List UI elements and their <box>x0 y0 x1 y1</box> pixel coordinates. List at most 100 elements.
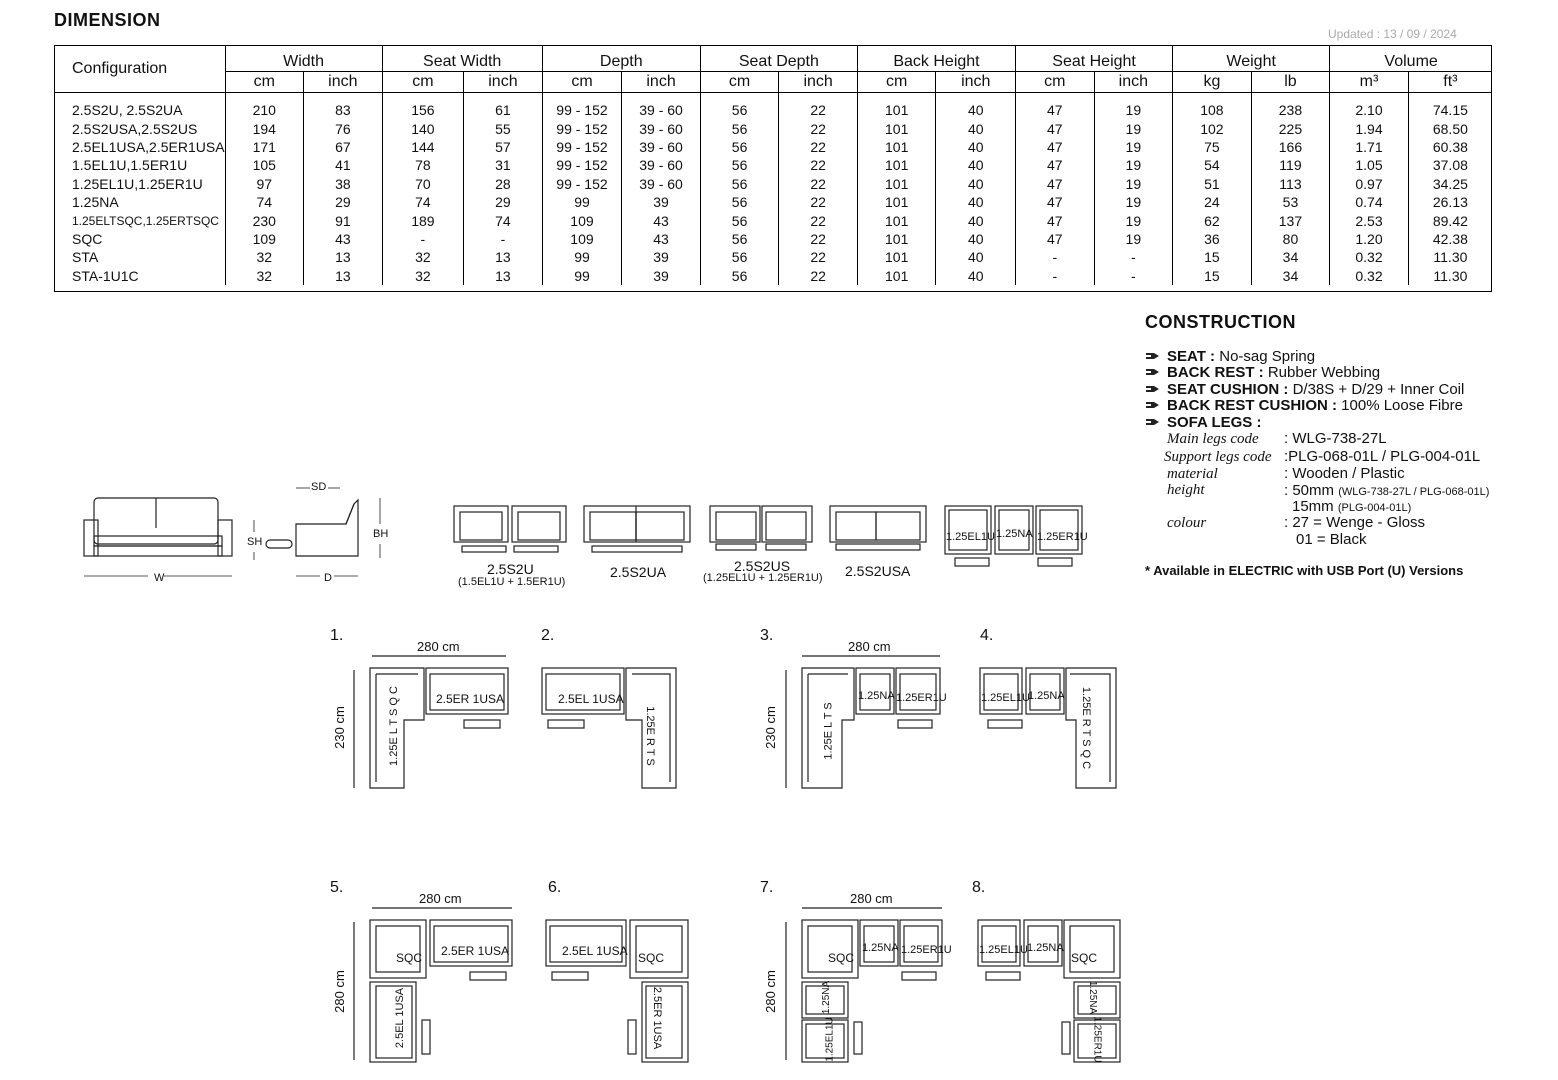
value-cell: 47 <box>1015 192 1095 212</box>
sofa-label-2-5s2ua: 2.5S2UA <box>610 564 667 580</box>
layout-1-height: 230 cm <box>331 706 347 749</box>
value-cell: 60.38 <box>1407 137 1492 157</box>
value-cell: 166 <box>1250 137 1330 157</box>
value-cell: 29 <box>303 192 383 212</box>
config-cell: 2.5EL1USA,2.5ER1USA <box>72 138 225 155</box>
value-cell: 80 <box>1250 229 1330 249</box>
value-cell: 22 <box>778 137 858 157</box>
value-cell: 194 <box>224 119 304 138</box>
value-cell: 22 <box>778 211 858 230</box>
layout-2-b: 1.25E R T S <box>643 706 656 766</box>
config-cell: 1.25ELTSQC,1.25ERTSQC <box>72 213 219 228</box>
value-cell: 39 <box>621 248 701 267</box>
module-label-3: 1.25ER1U <box>1037 531 1088 543</box>
value-cell: 109 <box>224 229 304 249</box>
separator-cell <box>381 92 464 101</box>
construction-item: SEAT : No-sag Spring <box>1145 348 1315 365</box>
value-cell: 40 <box>935 101 1016 120</box>
value-cell: 108 <box>1172 101 1252 120</box>
value-cell: 76 <box>303 119 383 138</box>
pointing-hand-icon <box>1145 364 1167 381</box>
dim-sd-label: SD <box>311 481 327 493</box>
pointing-hand-icon <box>1145 381 1167 398</box>
value-cell: 101 <box>856 101 936 120</box>
value-cell: 40 <box>935 211 1016 230</box>
value-cell: 57 <box>463 137 543 157</box>
value-cell: - <box>463 229 543 249</box>
value-cell: 13 <box>303 248 383 267</box>
layout-8-d: 1.25NA <box>1087 980 1099 1015</box>
sofa-sub-2-5s2us: (1.25EL1U + 1.25ER1U) <box>703 572 823 584</box>
pointing-hand-icon <box>1145 397 1167 414</box>
value-cell: 0.74 <box>1329 192 1409 212</box>
separator-cell <box>541 92 622 101</box>
layout-3-number: 3. <box>760 627 774 644</box>
legs-height-value: : 50mm (WLG-738-27L / PLG-068-01L) <box>1284 482 1490 499</box>
legs-main-value: : WLG-738-27L <box>1284 430 1387 447</box>
separator-cell <box>303 92 383 101</box>
group-header: Seat Depth <box>699 45 858 72</box>
value-cell: 56 <box>699 101 779 120</box>
layout-8-b: 1.25NA <box>1027 942 1064 954</box>
value-cell: 156 <box>381 101 464 120</box>
value-cell: 36 <box>1172 229 1252 249</box>
layout-4-b: 1.25NA <box>1028 690 1065 702</box>
dim-d-label: D <box>324 572 332 584</box>
separator-cell <box>1015 92 1095 101</box>
unit-header: lb <box>1250 71 1330 93</box>
layout-7-b: 1.25NA <box>862 942 899 954</box>
value-cell: 19 <box>1093 229 1173 249</box>
value-cell: 1.20 <box>1329 229 1409 249</box>
value-cell: 39 - 60 <box>621 101 701 120</box>
value-cell: 13 <box>303 266 383 285</box>
value-cell: 19 <box>1093 174 1173 193</box>
value-cell: 47 <box>1015 137 1095 157</box>
config-cell: SQC <box>72 230 103 247</box>
value-cell: 225 <box>1250 119 1330 138</box>
layout-7-number: 7. <box>760 879 774 896</box>
construction-item-label: SOFA LEGS : <box>1167 414 1262 431</box>
value-cell: 144 <box>381 137 464 157</box>
construction-item: BACK REST CUSHION : 100% Loose Fibre <box>1145 397 1463 414</box>
config-header: Configuration <box>72 59 168 77</box>
value-cell: 109 <box>541 229 622 249</box>
value-cell: 53 <box>1250 192 1330 212</box>
value-cell: 13 <box>463 266 543 285</box>
separator-cell <box>224 92 304 101</box>
dimension-title: DIMENSION <box>54 10 161 30</box>
value-cell: 24 <box>1172 192 1252 212</box>
pointing-hand-icon <box>1145 414 1167 431</box>
value-cell: 54 <box>1172 156 1252 175</box>
value-cell: 56 <box>699 248 779 267</box>
separator-cell <box>935 92 1016 101</box>
separator-cell <box>1250 92 1330 101</box>
config-cell: 1.5EL1U,1.5ER1U <box>72 157 188 174</box>
legs-height-label: height <box>1167 482 1205 498</box>
value-cell: 38 <box>303 174 383 193</box>
value-cell: 56 <box>699 229 779 249</box>
legs-material-label: material <box>1167 466 1218 482</box>
value-cell: 99 - 152 <box>541 101 622 120</box>
layout-8-number: 8. <box>972 879 986 896</box>
sofa-label-2-5s2us: 2.5S2US <box>734 558 791 574</box>
unit-header: inch <box>1093 71 1173 93</box>
value-cell: 47 <box>1015 229 1095 249</box>
unit-header: cm <box>1015 71 1095 93</box>
layout-2-number: 2. <box>541 627 555 644</box>
group-header: Width <box>224 45 383 72</box>
layout-7-e: 1.25EL1U <box>824 1017 836 1062</box>
value-cell: 47 <box>1015 101 1095 120</box>
value-cell: 32 <box>224 248 304 267</box>
value-cell: 137 <box>1250 211 1330 230</box>
construction-item-value: D/38S + D/29 + Inner Coil <box>1288 381 1465 398</box>
value-cell: 189 <box>381 211 464 230</box>
layout-7-a: SQC <box>828 951 855 965</box>
dim-bh-label: BH <box>373 528 389 540</box>
layout-1-width: 280 cm <box>417 639 460 654</box>
value-cell: - <box>1093 248 1173 267</box>
value-cell: 101 <box>856 119 936 138</box>
unit-header: m³ <box>1329 71 1409 93</box>
